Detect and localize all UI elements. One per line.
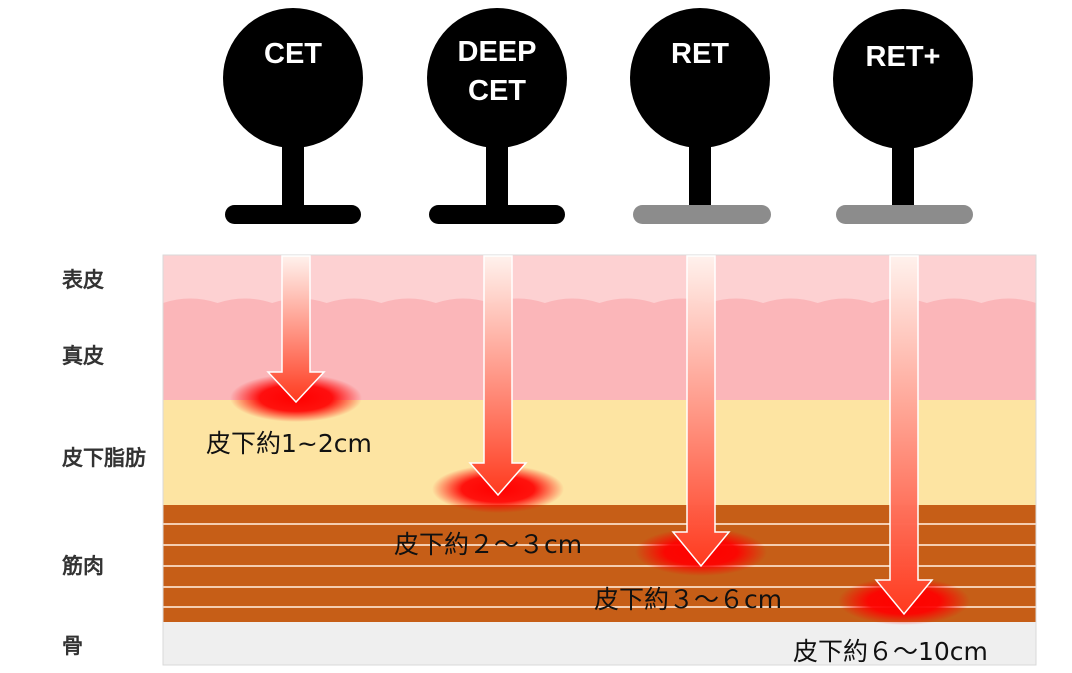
electrode-label: CET — [264, 38, 322, 70]
layer-dermis — [163, 298, 1036, 400]
layer-bone — [163, 622, 1036, 665]
label-subcutaneous-fat: 皮下脂肪 — [62, 446, 146, 470]
arrow-ret — [671, 255, 731, 568]
electrode-base — [836, 205, 973, 224]
arrow-deep-cet — [468, 255, 528, 497]
electrode-head — [630, 8, 770, 148]
depth-labels: 皮下約1~2cm 皮下約２～３cm 皮下約３～６cm 皮下約６～10cm — [206, 429, 988, 666]
electrode-stem — [282, 140, 304, 208]
arrow-ret-plus — [874, 255, 934, 616]
electrode-stem — [486, 140, 508, 208]
electrode-base — [429, 205, 565, 224]
electrode-head — [833, 9, 973, 149]
depth-label-cet: 皮下約1~2cm — [206, 429, 372, 458]
electrode-label: RET+ — [866, 41, 941, 73]
depth-label-deep-cet: 皮下約２～３cm — [394, 530, 582, 559]
label-bone: 骨 — [62, 634, 83, 658]
penetration-arrows — [266, 255, 934, 616]
electrode-base — [225, 205, 361, 224]
label-epidermis: 表皮 — [62, 268, 104, 292]
electrode-ret: RET — [630, 8, 771, 224]
electrode-label: RET — [671, 38, 729, 70]
layer-labels: 表皮 真皮 皮下脂肪 筋肉 骨 — [61, 268, 146, 658]
electrode-head — [427, 8, 567, 148]
electrode-label-line1: DEEP — [458, 36, 537, 68]
electrode-head — [223, 8, 363, 148]
electrode-label-line2: CET — [468, 75, 526, 107]
label-muscle: 筋肉 — [61, 554, 104, 578]
electrode-cet: CET — [223, 8, 363, 224]
depth-label-ret: 皮下約３～６cm — [594, 585, 782, 614]
depth-label-ret-plus: 皮下約６～10cm — [793, 637, 988, 666]
electrode-stem — [892, 141, 914, 208]
panel-border — [162, 254, 1037, 666]
electrode-stem — [689, 140, 711, 208]
electrode-deep-cet: DEEP CET — [427, 8, 567, 224]
arrow-cet — [266, 255, 326, 404]
electrode-base — [633, 205, 771, 224]
label-dermis: 真皮 — [62, 344, 104, 368]
electrode-ret-plus: RET+ — [833, 9, 973, 224]
